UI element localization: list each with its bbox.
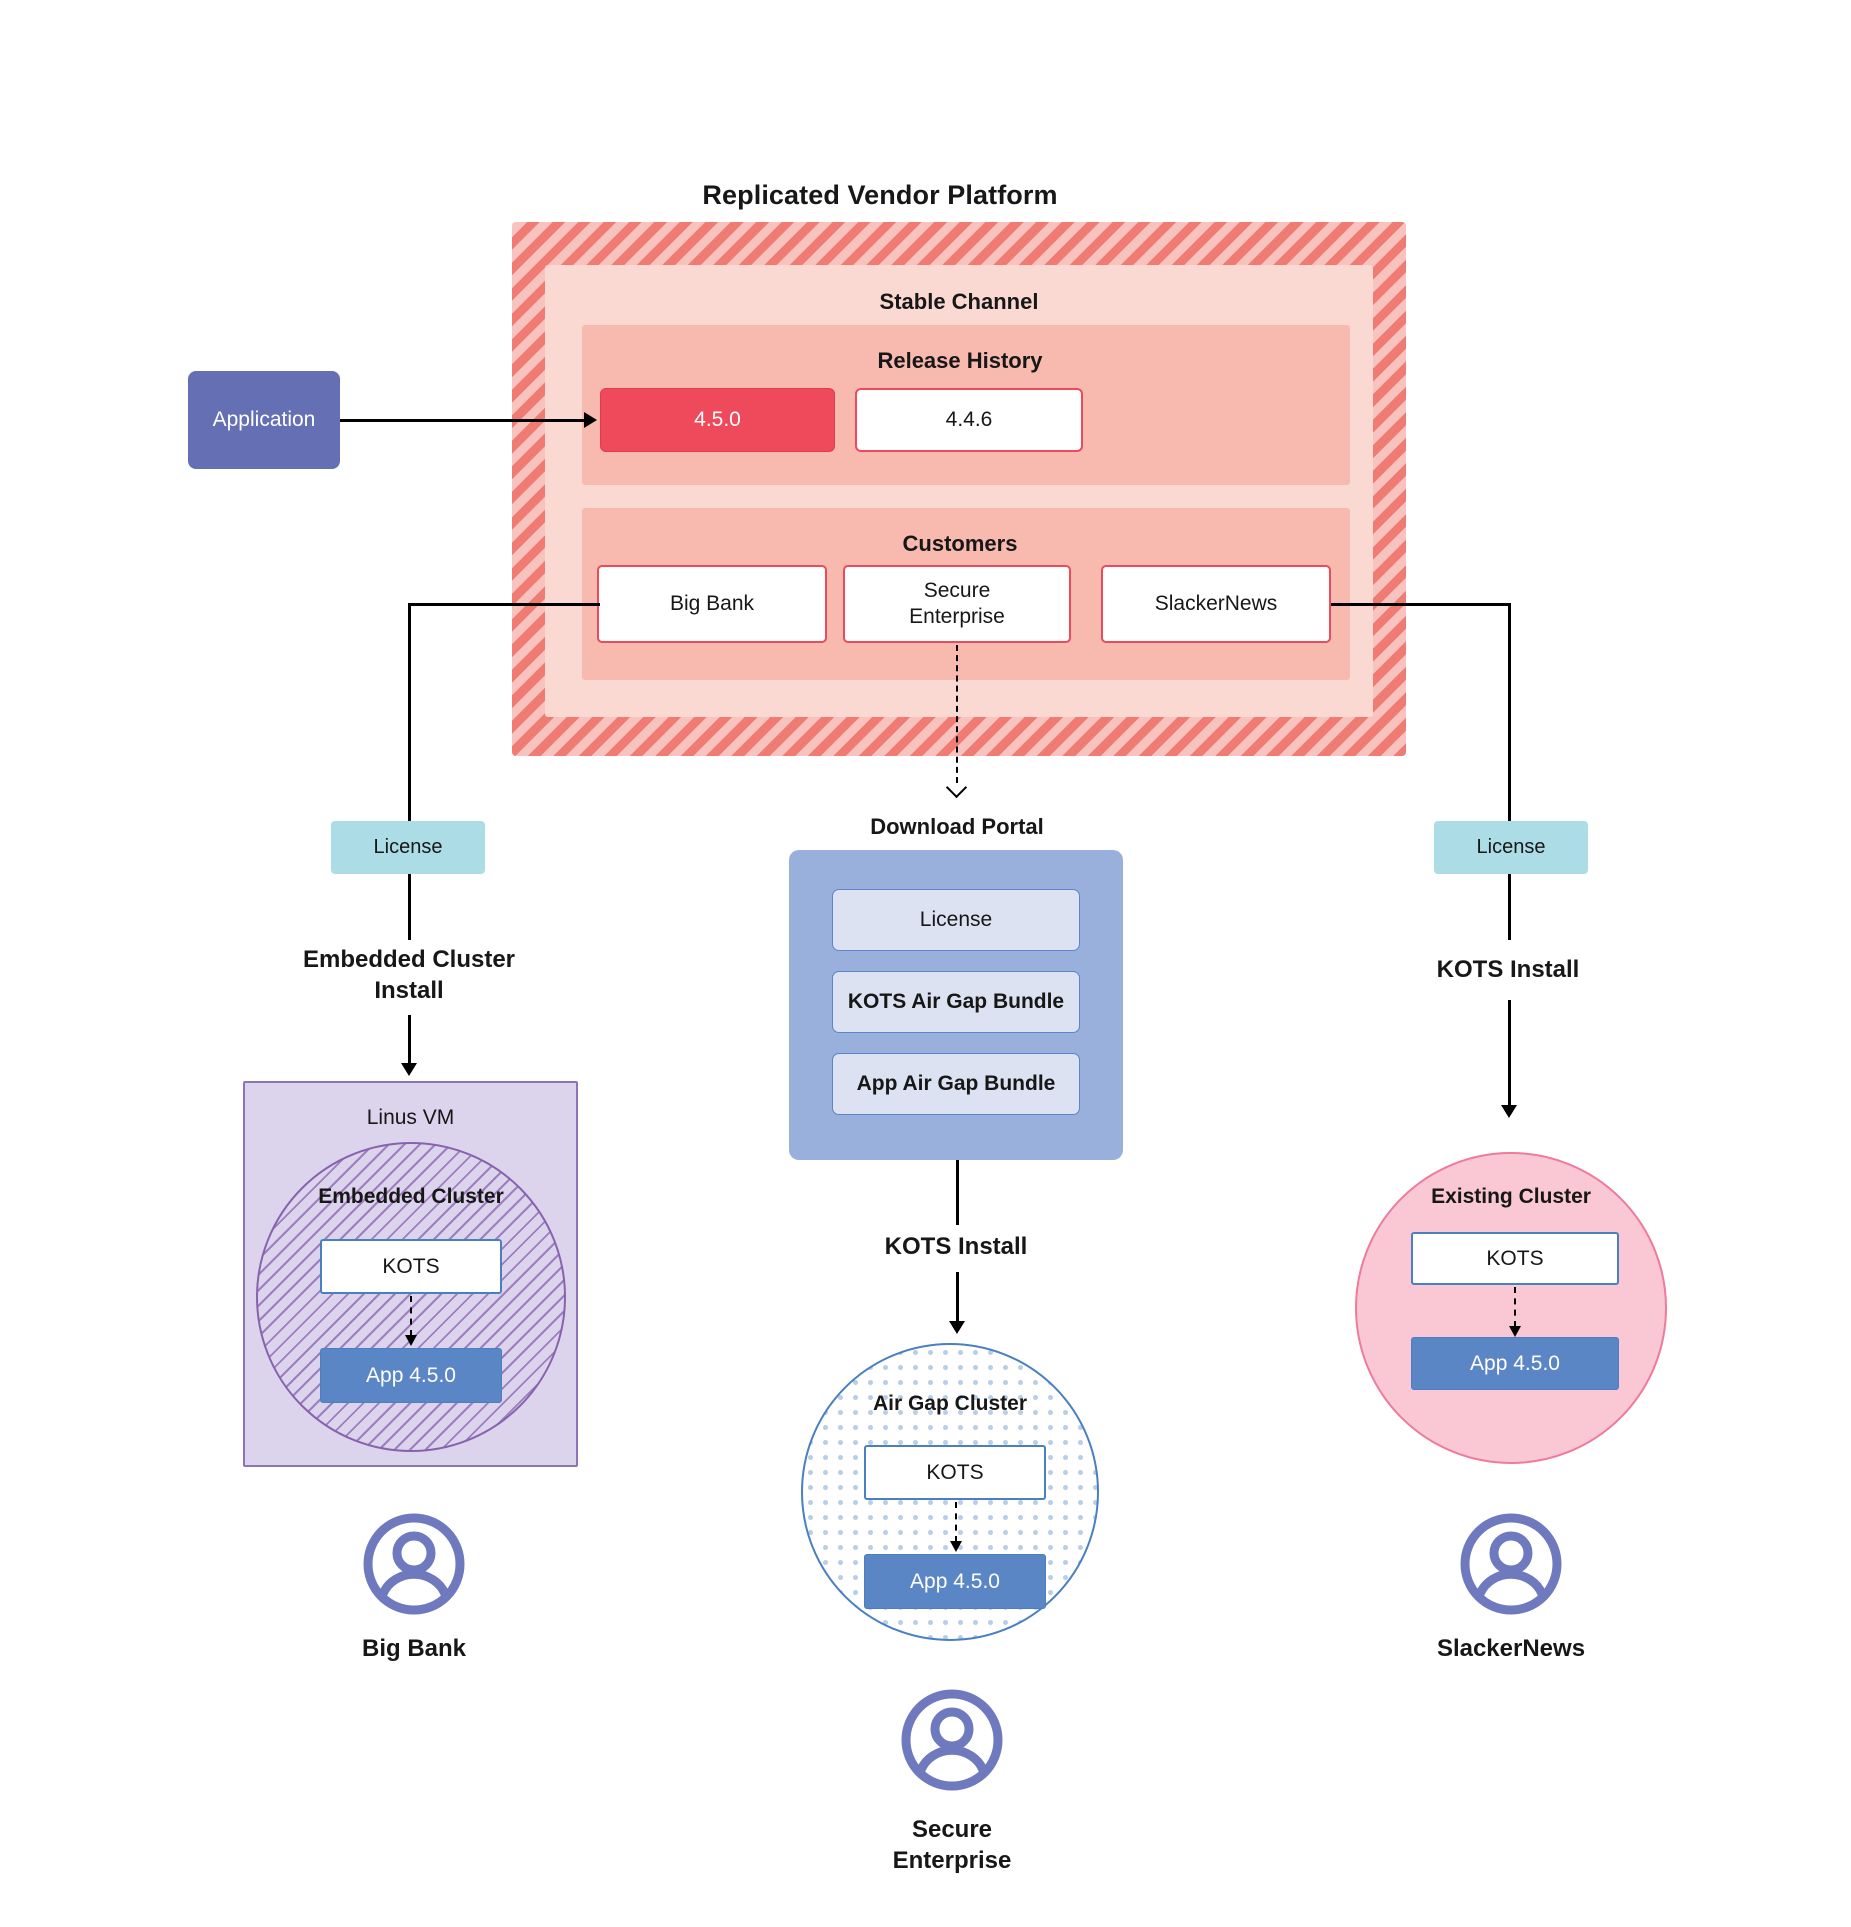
existing-cluster-title: Existing Cluster — [1431, 1185, 1591, 1208]
secure-enterprise-connector-dash — [956, 645, 958, 783]
customers-title: Customers — [902, 531, 1018, 556]
customer-label-line2: Enterprise — [892, 1847, 1012, 1874]
bigbank-connector-vertical — [408, 603, 411, 821]
customer-card-slackernews[interactable]: SlackerNews — [1101, 565, 1331, 643]
customer-label-slackernews: SlackerNews — [1436, 1635, 1586, 1662]
airgap-kots-to-app-dash — [955, 1502, 957, 1542]
download-item-license[interactable]: License — [832, 889, 1080, 951]
customer-card-line2: Enterprise — [909, 605, 1005, 628]
download-portal-title: Download Portal — [870, 814, 1044, 839]
embedded-kots-box[interactable]: KOTS — [320, 1239, 502, 1294]
page-title: Replicated Vendor Platform — [702, 179, 1058, 210]
install-to-airgap-line — [956, 1272, 959, 1324]
airgap-kots-box[interactable]: KOTS — [864, 1445, 1046, 1500]
airgap-kots-to-app-arrowhead — [950, 1541, 962, 1552]
avatar-secure-enterprise — [900, 1688, 1004, 1792]
avatar-big-bank — [362, 1512, 466, 1616]
application-to-release-arrowhead — [584, 412, 597, 428]
avatar-slackernews — [1459, 1512, 1563, 1616]
download-item-kots-airgap-bundle[interactable]: KOTS Air Gap Bundle — [832, 971, 1080, 1033]
stable-channel-title: Stable Channel — [879, 289, 1039, 314]
download-item-app-airgap-bundle[interactable]: App Air Gap Bundle — [832, 1053, 1080, 1115]
air-gap-cluster-title: Air Gap Cluster — [872, 1392, 1028, 1415]
customer-label-line1: Secure — [911, 1815, 993, 1843]
install-label-center: KOTS Install — [884, 1233, 1028, 1260]
right-install-to-cluster-line — [1508, 1000, 1511, 1108]
existing-kots-to-app-dash — [1514, 1287, 1516, 1327]
portal-to-install-line — [956, 1160, 959, 1225]
customer-label-big-bank: Big Bank — [361, 1635, 466, 1662]
right-install-arrowhead — [1501, 1105, 1517, 1118]
existing-cluster-circle — [1355, 1152, 1667, 1464]
existing-kots-to-app-arrowhead — [1509, 1326, 1521, 1337]
release-card-active[interactable]: 4.5.0 — [600, 388, 835, 452]
existing-app-box[interactable]: App 4.5.0 — [1411, 1337, 1619, 1390]
customer-label-secure-enterprise: Secure Enterprise — [812, 1812, 1092, 1878]
left-license-to-install-line — [408, 874, 411, 940]
embedded-kots-to-app-dash — [410, 1296, 412, 1336]
embedded-app-box[interactable]: App 4.5.0 — [320, 1348, 502, 1403]
application-to-release-line — [340, 419, 584, 422]
customer-card-big-bank[interactable]: Big Bank — [597, 565, 827, 643]
application-box[interactable]: Application — [188, 371, 340, 469]
license-chip-right[interactable]: License — [1434, 821, 1588, 874]
left-install-to-vm-line — [408, 1015, 411, 1067]
install-label-right: KOTS Install — [1436, 956, 1580, 983]
airgap-app-box[interactable]: App 4.5.0 — [864, 1554, 1046, 1609]
install-label-left-line2: Install — [374, 977, 444, 1004]
customer-card-secure-enterprise[interactable]: Secure Enterprise — [843, 565, 1071, 643]
install-label-left: Embedded Cluster Install — [268, 945, 550, 1007]
install-to-airgap-arrowhead — [949, 1321, 965, 1334]
release-history-title: Release History — [877, 348, 1043, 373]
embedded-kots-to-app-arrowhead — [405, 1335, 417, 1346]
slackernews-connector-vertical — [1508, 603, 1511, 821]
bigbank-connector-horizontal — [408, 603, 600, 606]
customer-card-line1: Secure — [923, 578, 991, 602]
secure-enterprise-connector-chevron — [945, 776, 968, 799]
slackernews-connector-horizontal — [1331, 603, 1511, 606]
license-chip-left[interactable]: License — [331, 821, 485, 874]
left-install-arrowhead — [401, 1063, 417, 1076]
release-card-previous[interactable]: 4.4.6 — [855, 388, 1083, 452]
embedded-cluster-title: Embedded Cluster — [318, 1185, 504, 1208]
right-license-to-install-line — [1508, 874, 1511, 940]
existing-kots-box[interactable]: KOTS — [1411, 1232, 1619, 1285]
install-label-left-line1: Embedded Cluster — [302, 946, 516, 974]
linux-vm-title: Linus VM — [366, 1106, 455, 1129]
